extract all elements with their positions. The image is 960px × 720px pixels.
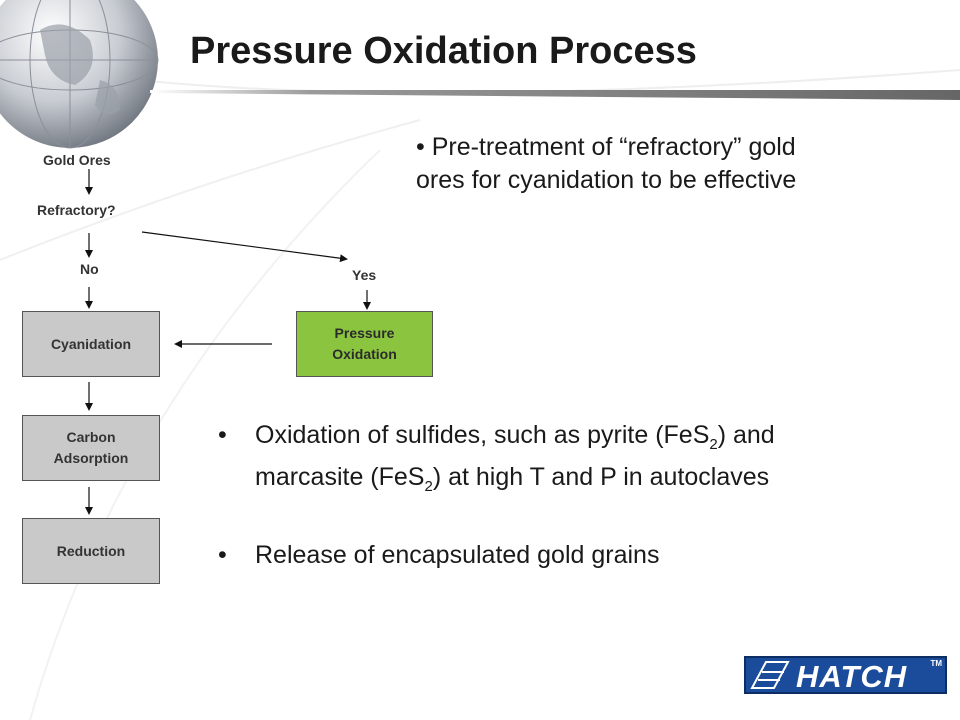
carbon-line1: Carbon bbox=[66, 429, 116, 445]
pressure-oxidation-label: Pressure Oxidation bbox=[332, 323, 397, 365]
logo-trademark: TM bbox=[930, 659, 942, 668]
pox-line1: Pressure bbox=[334, 325, 395, 341]
reduction-label: Reduction bbox=[56, 542, 126, 559]
label-gold-ores: Gold Ores bbox=[43, 152, 111, 168]
label-no: No bbox=[80, 261, 99, 277]
arrow-refractory-yes bbox=[141, 231, 348, 263]
globe-icon bbox=[0, 0, 159, 149]
slide-title: Pressure Oxidation Process bbox=[190, 30, 697, 72]
pox-line2: Oxidation bbox=[332, 346, 397, 362]
carbon-line2: Adsorption bbox=[53, 450, 129, 466]
oxidation-text-1: Oxidation of sulfides, such as pyrite (F… bbox=[255, 421, 710, 449]
release-text: Release of encapsulated gold grains bbox=[255, 541, 660, 569]
bullet-oxidation: • Oxidation of sulfides, such as pyrite … bbox=[218, 419, 945, 503]
oxidation-text-3: marcasite (FeS bbox=[255, 463, 425, 491]
bullet-dot: • bbox=[218, 541, 227, 569]
title-underline bbox=[150, 90, 960, 100]
oxidation-text-4: ) at high T and P in autoclaves bbox=[432, 463, 770, 491]
bullet-release: • Release of encapsulated gold grains bbox=[218, 539, 945, 572]
bullet-pretreatment: • Pre-treatment of “refractory” gold ore… bbox=[416, 131, 916, 197]
logo-stripes-icon bbox=[750, 661, 790, 689]
pressure-oxidation-box: Pressure Oxidation bbox=[296, 311, 433, 377]
logo-text: HATCH bbox=[796, 659, 908, 694]
label-refractory: Refractory? bbox=[37, 202, 116, 218]
reduction-box: Reduction bbox=[22, 518, 160, 584]
carbon-adsorption-label: Carbon Adsorption bbox=[54, 427, 129, 469]
bullet-pretreatment-line1: • Pre-treatment of “refractory” gold bbox=[416, 133, 796, 161]
carbon-adsorption-box: Carbon Adsorption bbox=[22, 415, 160, 481]
bullet-dot: • bbox=[218, 421, 227, 449]
oxidation-text-2: ) and bbox=[717, 421, 775, 449]
subscript-2: 2 bbox=[709, 436, 718, 453]
hatch-logo: HATCH TM bbox=[744, 656, 947, 694]
bullet-pretreatment-line2: ores for cyanidation to be effective bbox=[416, 166, 797, 194]
cyanidation-label: Cyanidation bbox=[50, 335, 132, 352]
subscript-2: 2 bbox=[424, 478, 433, 495]
cyanidation-box: Cyanidation bbox=[22, 311, 160, 377]
label-yes: Yes bbox=[352, 267, 377, 283]
